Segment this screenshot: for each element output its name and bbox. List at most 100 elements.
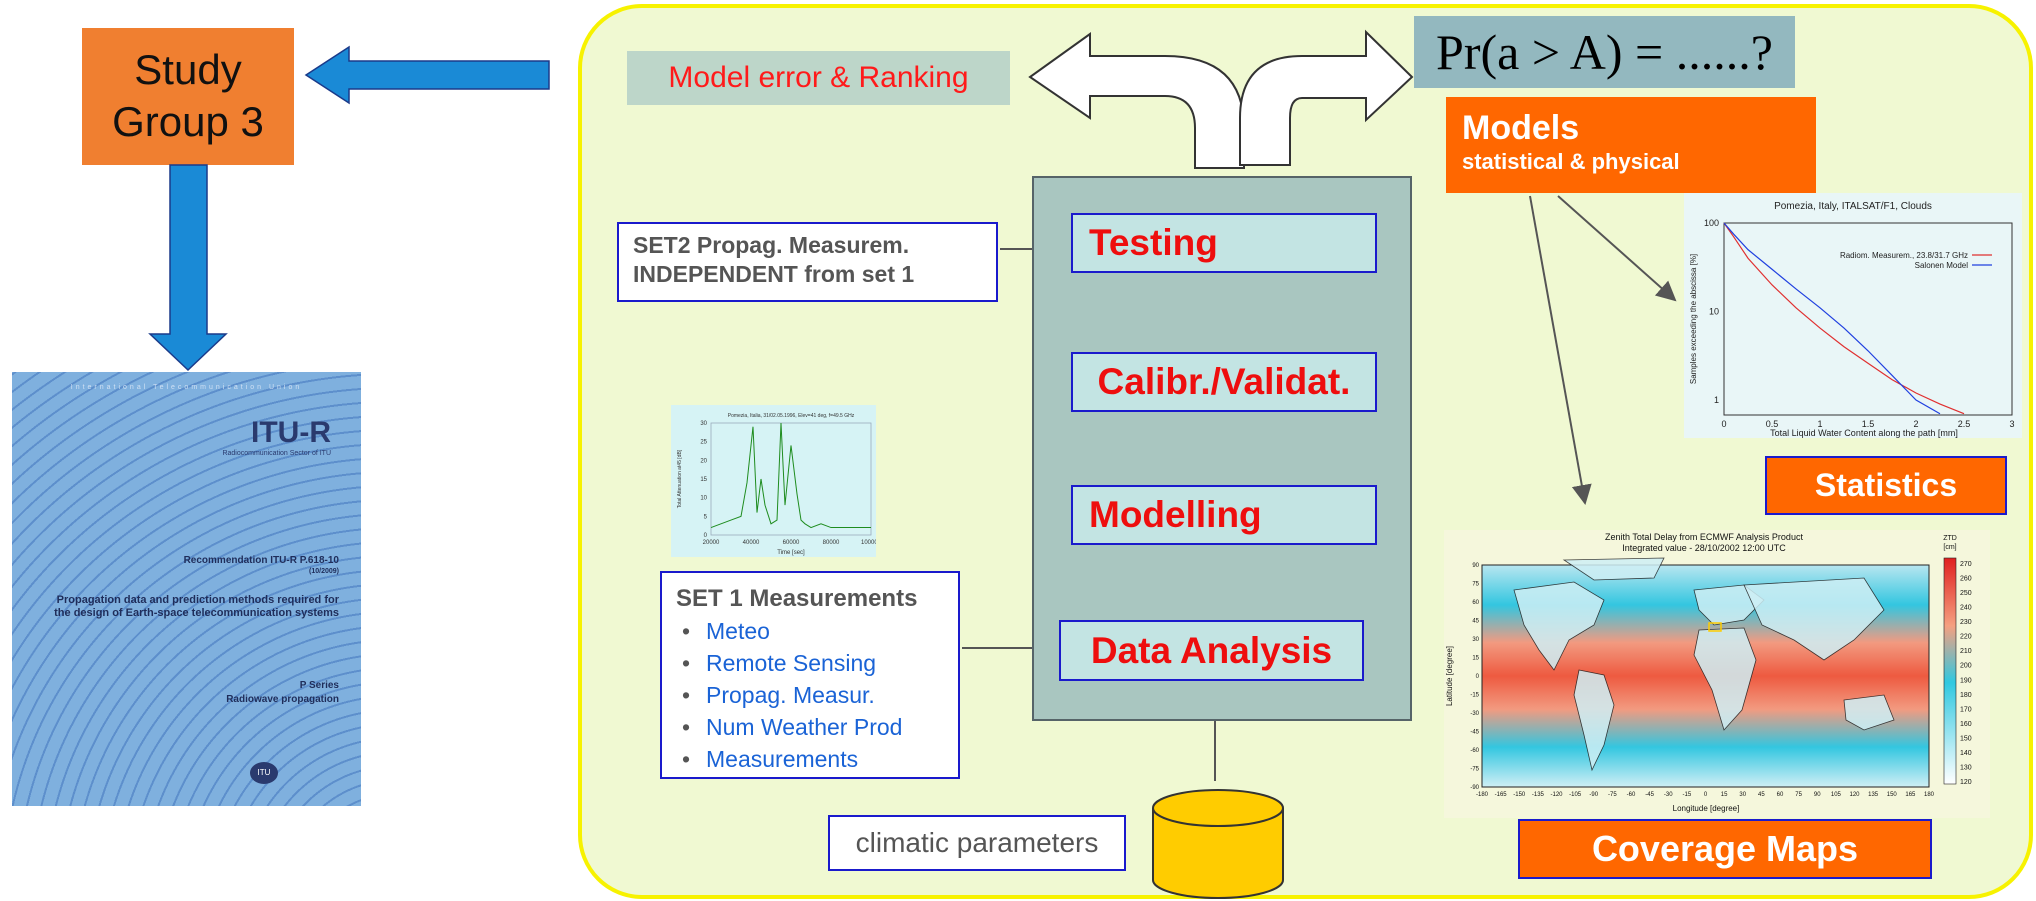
stage-modelling: Modelling	[1071, 485, 1377, 545]
itu-logo-icon: ITU	[250, 762, 278, 784]
map-y-tick: 45	[1472, 619, 1479, 625]
connector-models-to-maps	[1529, 195, 1592, 505]
set2-line1: SET2 Propag. Measurem.	[633, 232, 910, 258]
map-colorbar-tick: 150	[1960, 735, 1972, 742]
mini-chart-title: Pomezia, Italia, 31/02.05.1996, Elev=41 …	[728, 413, 855, 419]
set2-line2: INDEPENDENT from set 1	[633, 261, 915, 287]
mini-plot-frame	[710, 422, 872, 536]
set1-title: SET 1 Measurements	[676, 585, 918, 612]
coverage-maps-label: Coverage Maps	[1518, 819, 1932, 879]
mini-y-tick: 15	[700, 477, 707, 483]
map-colorbar-unit: [cm]	[1943, 544, 1956, 551]
map-x-tick: 135	[1868, 792, 1879, 798]
cover-brand: ITU-R	[251, 416, 331, 449]
map-y-tick: 30	[1472, 637, 1479, 643]
stat-x-tick: 1.5	[1862, 419, 1875, 429]
map-y-tick: -45	[1470, 730, 1479, 736]
set1-list: Meteo Remote Sensing Propag. Measur. Num…	[676, 615, 944, 775]
mini-y-tick: 25	[700, 440, 707, 446]
stage-data-analysis: Data Analysis	[1059, 620, 1364, 681]
map-colorbar-tick: 140	[1960, 750, 1972, 757]
map-x-tick: -165	[1495, 792, 1508, 798]
models-box: Models statistical & physical	[1446, 97, 1816, 193]
map-x-tick: -90	[1589, 792, 1598, 798]
map-x-tick: 15	[1721, 792, 1728, 798]
map-y-label: Latitude [degree]	[1445, 646, 1454, 706]
map-x-label: Longitude [degree]	[1673, 804, 1740, 813]
stat-series-line	[1723, 222, 1965, 415]
mini-y-tick: 0	[704, 533, 708, 539]
map-x-tick: 30	[1739, 792, 1746, 798]
stat-y-label: Samples exceeding the abscissa [%]	[1689, 254, 1698, 384]
stat-legend-label: Radiom. Measurem., 23.8/31.7 GHz	[1840, 251, 1968, 260]
map-x-tick: 60	[1777, 792, 1784, 798]
map-y-tick: -60	[1470, 748, 1479, 754]
set2-box: SET2 Propag. Measurem. INDEPENDENT from …	[617, 222, 998, 302]
ztd-map-chart-svg: Zenith Total Delay from ECMWF Analysis P…	[1445, 532, 1972, 813]
mini-series-line	[710, 422, 871, 529]
map-x-tick: 150	[1887, 792, 1898, 798]
map-y-tick: 90	[1472, 563, 1479, 569]
mini-x-tick: 80000	[823, 540, 840, 546]
set1-item: Meteo	[676, 615, 944, 647]
curved-arrow-left	[1028, 32, 1245, 169]
set1-item: Measurements	[676, 743, 944, 775]
map-x-tick: -45	[1645, 792, 1654, 798]
mini-x-label: Time [sec]	[777, 550, 805, 556]
map-landmass	[1562, 557, 1665, 581]
stat-chart-title: Pomezia, Italy, ITALSAT/F1, Clouds	[1774, 201, 1932, 212]
set1-item: Propag. Measur.	[676, 679, 944, 711]
map-y-tick: 15	[1472, 656, 1479, 662]
cover-date: (10/2009)	[309, 568, 339, 575]
map-colorbar-tick: 170	[1960, 706, 1972, 713]
stat-x-tick: 2	[1913, 419, 1918, 429]
map-landmass	[1513, 581, 1605, 671]
climatic-parameters-box: climatic parameters	[828, 815, 1126, 871]
mini-y-tick: 10	[700, 496, 707, 502]
attenuation-chart-svg: Pomezia, Italia, 31/02.05.1996, Elev=41 …	[677, 413, 882, 556]
map-highlight-box	[1708, 622, 1722, 632]
map-x-tick: -120	[1550, 792, 1563, 798]
connector-models-to-statistics	[1557, 195, 1677, 302]
map-x-tick: 0	[1704, 792, 1708, 798]
left-arrow-to-study-group	[304, 45, 550, 105]
map-colorbar-tick: 130	[1960, 764, 1972, 771]
stage-calibration: Calibr./Validat.	[1071, 352, 1377, 412]
stat-x-tick: 3	[2009, 419, 2014, 429]
map-y-tick: -90	[1470, 785, 1479, 791]
set1-item: Num Weather Prod	[676, 711, 944, 743]
map-colorbar-tick: 230	[1960, 619, 1972, 626]
map-colorbar-tick: 210	[1960, 648, 1972, 655]
curved-arrow-right	[1239, 29, 1414, 166]
map-y-tick: -15	[1470, 693, 1479, 699]
map-y-tick: 0	[1476, 674, 1480, 680]
map-x-tick: 120	[1849, 792, 1860, 798]
map-colorbar	[1943, 557, 1957, 785]
map-x-tick: 165	[1905, 792, 1916, 798]
model-error-label: Model error & Ranking	[627, 51, 1010, 105]
map-landmass	[1843, 694, 1895, 731]
cover-brand-sub: Radiocommunication Sector of ITU	[222, 450, 331, 457]
cover-recommendation: Recommendation ITU-R P.618-10	[183, 555, 339, 566]
probability-formula: Pr(a > A) = ......?	[1414, 16, 1795, 88]
stat-x-tick: 1	[1817, 419, 1822, 429]
map-x-tick: 105	[1831, 792, 1842, 798]
map-y-tick: -30	[1470, 711, 1479, 717]
stat-x-tick: 2.5	[1958, 419, 1971, 429]
mini-y-tick: 5	[704, 514, 708, 520]
mini-x-tick: 20000	[703, 540, 720, 546]
stat-y-tick: 10	[1709, 307, 1719, 317]
map-colorbar-tick: 240	[1960, 605, 1972, 612]
map-colorbar-tick: 260	[1960, 576, 1972, 583]
statistics-label: Statistics	[1765, 456, 2007, 515]
map-y-tick: 60	[1472, 600, 1479, 606]
cover-strip: International Telecommunication Union	[70, 384, 303, 391]
study-group-line1: Study	[134, 46, 242, 93]
models-title: Models	[1462, 109, 1580, 147]
stat-x-label: Total Liquid Water Content along the pat…	[1770, 428, 1958, 438]
map-x-tick: 180	[1924, 792, 1935, 798]
map-colorbar-tick: 180	[1960, 692, 1972, 699]
stat-plot-frame	[1723, 222, 2013, 416]
map-y-tick: -75	[1470, 767, 1479, 773]
down-arrow-to-cover	[148, 164, 228, 372]
